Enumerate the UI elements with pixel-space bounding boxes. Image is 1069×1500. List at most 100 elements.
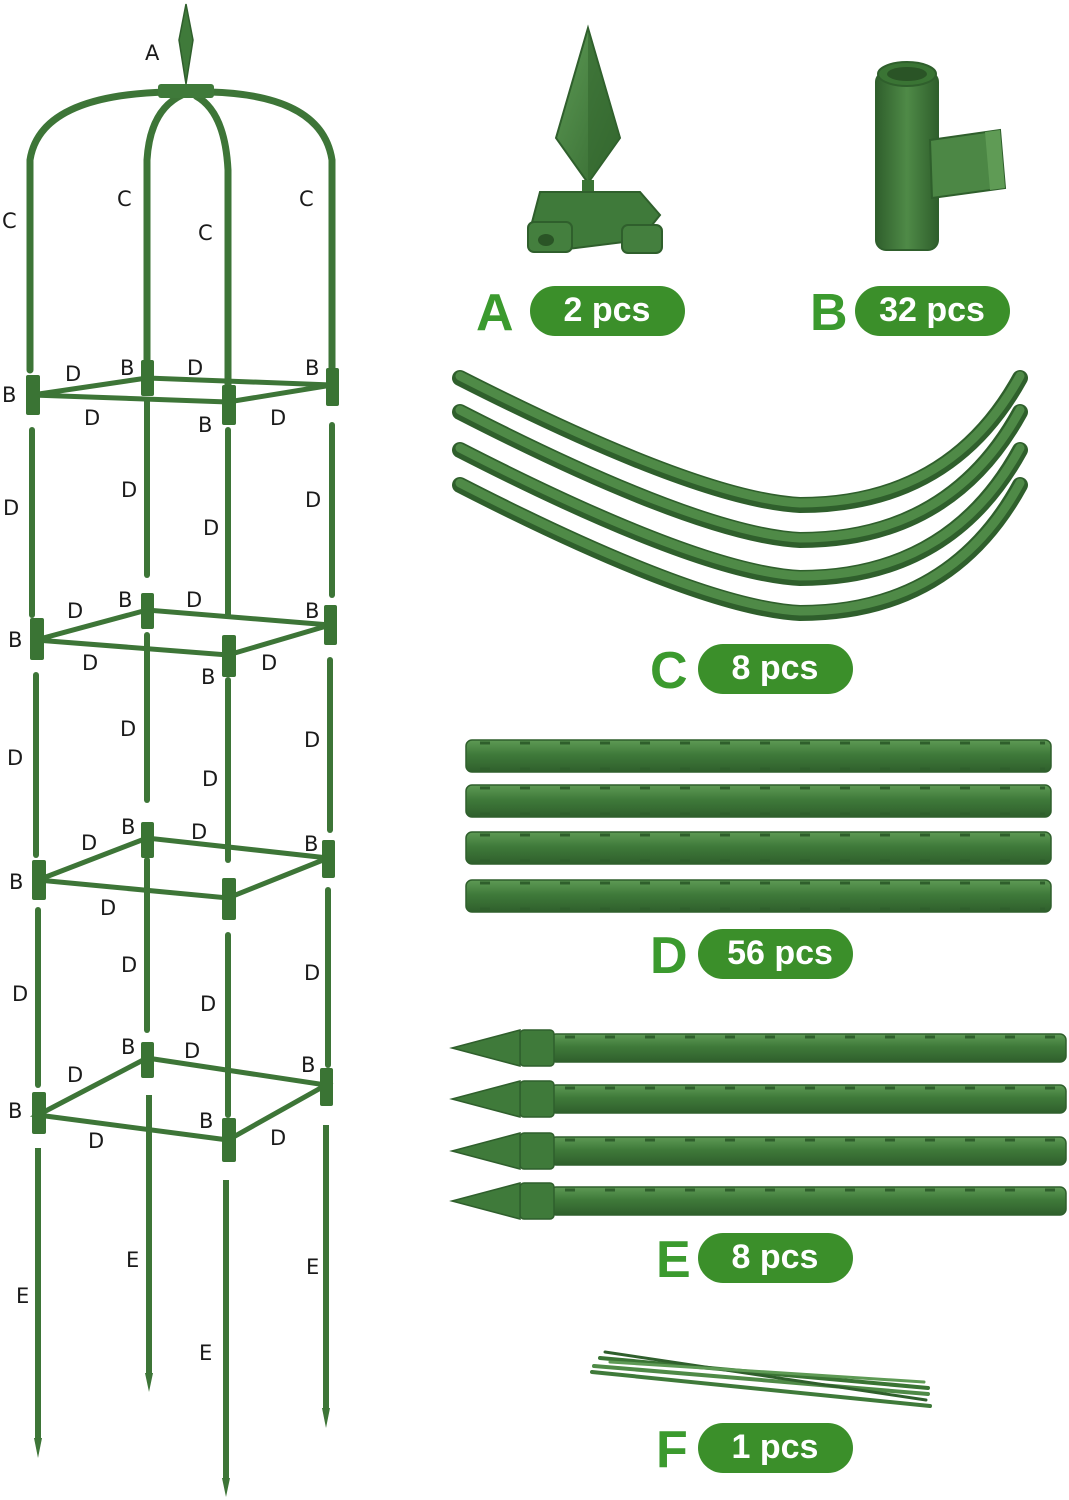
stake-point: [449, 1132, 521, 1170]
label-d: D: [200, 992, 216, 1016]
label-e: E: [16, 1284, 29, 1308]
label-d: D: [3, 496, 19, 520]
joint: [141, 360, 154, 396]
finial-arm: [621, 224, 663, 254]
count-d: 56 pcs: [727, 934, 833, 972]
label-c: C: [2, 209, 17, 233]
stake-point: [449, 1029, 521, 1067]
label-d: D: [304, 961, 320, 985]
curved-rod-icon: [452, 370, 1028, 622]
part-c-caption: C 8 pcs: [650, 642, 853, 700]
joint: [141, 822, 154, 858]
tower-joints: [26, 360, 339, 1162]
label-b: B: [201, 665, 215, 689]
label-d: D: [82, 651, 98, 675]
label-e: E: [306, 1255, 319, 1279]
stake-tip-1: [34, 1438, 42, 1458]
straight-rod: [465, 784, 1052, 818]
arch-right: [206, 88, 336, 374]
label-d: D: [191, 820, 207, 844]
count-pill-b: [855, 286, 1010, 336]
top-hub: [158, 84, 214, 98]
label-d: D: [65, 362, 81, 386]
tie-bundle-icon: [590, 1350, 932, 1408]
tee-connector-icon: [875, 61, 1007, 251]
joint: [30, 618, 44, 660]
count-pill-e: [698, 1233, 853, 1283]
arch-back: [143, 91, 186, 364]
finial-hole: [538, 234, 554, 246]
part-letter-e: E: [656, 1231, 691, 1289]
label-d: D: [120, 717, 136, 741]
label-d: D: [187, 356, 203, 380]
straight-rod-icon: [465, 739, 1052, 913]
tower-labels: A C C C C B B B B B B B B B B B B B B B …: [2, 41, 321, 1365]
label-b: B: [8, 628, 22, 652]
part-letter-d: D: [650, 927, 688, 985]
stake-part: [449, 1182, 1067, 1220]
stake-point: [449, 1080, 521, 1118]
part-f-caption: F 1 pcs: [656, 1421, 853, 1479]
label-b: B: [198, 413, 212, 437]
count-b: 32 pcs: [879, 291, 985, 329]
stake-tip-4: [322, 1408, 330, 1428]
label-d: D: [100, 896, 116, 920]
stake-icon: [449, 1029, 1067, 1220]
tee-body: [875, 71, 939, 251]
straight-rod: [465, 831, 1052, 865]
count-c: 8 pcs: [732, 649, 819, 687]
tower-finial-icon: [178, 3, 194, 85]
label-b: B: [120, 356, 134, 380]
stake-tip-3: [222, 1478, 230, 1497]
joint: [222, 385, 236, 425]
tower-frames: [29, 375, 334, 1143]
stake-tips: [34, 1373, 330, 1497]
joint: [32, 860, 46, 900]
joint: [322, 840, 335, 878]
tower-vertical-rods: [29, 397, 335, 1118]
stake-part: [449, 1029, 1067, 1067]
label-b: B: [2, 383, 16, 407]
joint: [222, 635, 236, 677]
tower-top: [158, 3, 214, 98]
label-b: B: [121, 1035, 135, 1059]
count-f: 1 pcs: [732, 1428, 819, 1466]
count-pill-f: [698, 1423, 853, 1473]
label-b: B: [8, 1099, 22, 1123]
label-d: D: [203, 516, 219, 540]
joint: [222, 1118, 236, 1162]
straight-rod: [465, 879, 1052, 913]
tower-arches: [26, 88, 336, 389]
tie-strip: [608, 1360, 926, 1384]
label-d: D: [88, 1129, 104, 1153]
stake-ribs: [565, 1035, 1060, 1192]
stake-point: [449, 1182, 521, 1220]
label-d: D: [270, 1126, 286, 1150]
part-letter-b: B: [810, 284, 848, 342]
label-d: D: [270, 406, 286, 430]
label-b: B: [9, 870, 23, 894]
label-d: D: [305, 488, 321, 512]
assembled-tower: A C C C C B B B B B B B B B B B B B B B …: [2, 3, 339, 1497]
rod-ribs: [480, 741, 1045, 911]
joint: [141, 593, 154, 629]
tower-stakes: [35, 1095, 329, 1480]
label-d: D: [304, 728, 320, 752]
joint: [141, 1042, 154, 1078]
label-d: D: [67, 1063, 83, 1087]
finial-spike-shade: [588, 28, 620, 183]
label-e: E: [199, 1341, 212, 1365]
tee-top-hole: [887, 67, 927, 81]
label-d: D: [121, 953, 137, 977]
finial-icon: [527, 24, 663, 254]
label-b: B: [304, 832, 318, 856]
part-a-caption: A 2 pcs: [476, 284, 685, 342]
label-b: B: [301, 1053, 315, 1077]
stake-part: [449, 1132, 1067, 1170]
label-d: D: [84, 406, 100, 430]
label-d: D: [121, 478, 137, 502]
label-e: E: [126, 1248, 139, 1272]
label-c: C: [198, 221, 213, 245]
label-d: D: [67, 599, 83, 623]
part-letter-c: C: [650, 642, 688, 700]
